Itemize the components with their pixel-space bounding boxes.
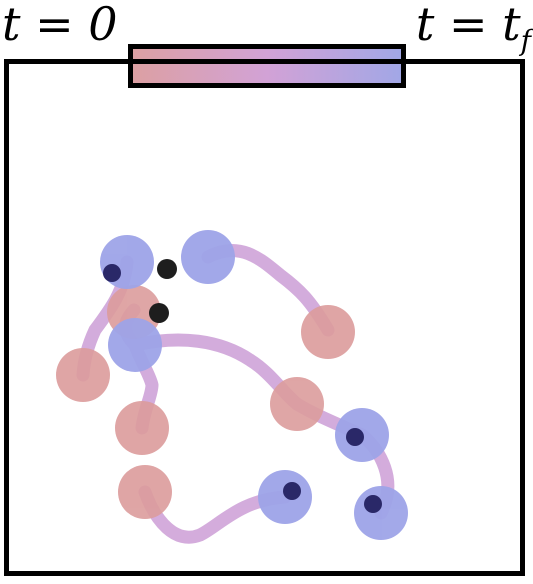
obstacles <box>149 259 177 323</box>
time-colorbar <box>128 44 406 88</box>
marker-4 <box>364 495 382 513</box>
agent-markers <box>103 264 382 513</box>
marker-2 <box>346 428 364 446</box>
end-time-label: t = tf <box>416 0 531 71</box>
arena-frame <box>4 59 525 576</box>
end-circle-2 <box>181 230 235 284</box>
obstacle-2 <box>149 303 169 323</box>
start-positions <box>56 285 355 519</box>
start-time-text: t = 0 <box>2 0 118 51</box>
start-circle-2 <box>56 348 110 402</box>
end-circle-6 <box>354 486 408 540</box>
start-circle-6 <box>118 465 172 519</box>
start-circle-4 <box>115 401 169 455</box>
start-circle-1 <box>301 305 355 359</box>
end-time-text: t = tf <box>415 0 531 58</box>
marker-1 <box>103 264 121 282</box>
start-time-label: t = 0 <box>2 0 118 54</box>
end-circle-3 <box>108 318 162 372</box>
end-circle-5 <box>258 470 312 524</box>
marker-3 <box>283 482 301 500</box>
start-circle-5 <box>270 377 324 431</box>
obstacle-1 <box>157 259 177 279</box>
